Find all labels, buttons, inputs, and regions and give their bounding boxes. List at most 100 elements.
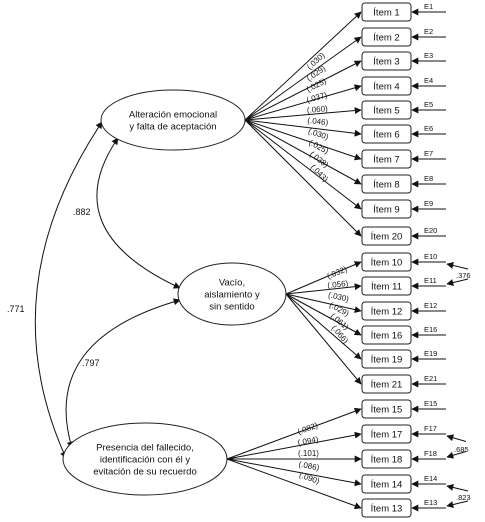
item-label: Ítem 9 xyxy=(373,205,399,216)
error-covariance-label: .376 xyxy=(456,271,471,280)
item-label: Ítem 1 xyxy=(373,8,399,19)
item-label: Ítem 2 xyxy=(373,33,399,44)
loading-arrow xyxy=(226,458,362,510)
item-box[interactable] xyxy=(361,252,412,272)
error-covariance-arrow xyxy=(446,262,469,270)
factor-label-line: sin sentido xyxy=(209,302,254,313)
item-box[interactable] xyxy=(361,474,412,494)
item-label: Ítem 12 xyxy=(371,307,403,318)
factor-ellipse-f3[interactable] xyxy=(62,422,228,496)
factor-label-line: identificación con él y xyxy=(100,455,191,466)
error-label: E12 xyxy=(424,301,437,310)
item-box[interactable] xyxy=(361,76,412,96)
item-label: Ítem 13 xyxy=(371,504,403,515)
error-label: E2 xyxy=(424,27,433,36)
item-box[interactable] xyxy=(361,174,412,194)
error-label: E4 xyxy=(424,76,433,85)
item-box[interactable] xyxy=(361,349,412,369)
loading-arrow xyxy=(244,119,362,185)
loading-arrow xyxy=(244,119,362,237)
item-box[interactable] xyxy=(361,449,412,469)
item-box[interactable] xyxy=(361,374,412,394)
item-label: Ítem 18 xyxy=(371,455,403,466)
loading-label: (.090) xyxy=(298,470,321,486)
loading-arrow xyxy=(244,11,362,121)
factor-correlation-label: .771 xyxy=(7,304,25,314)
loading-label: (.056) xyxy=(327,279,349,290)
loading-arrow xyxy=(285,283,362,295)
item-label: Ítem 4 xyxy=(373,82,399,93)
item-box[interactable] xyxy=(361,51,412,71)
item-label: Ítem 14 xyxy=(371,480,403,491)
item-label: Ítem 17 xyxy=(371,430,403,441)
error-label: E8 xyxy=(424,174,433,183)
loading-label: (.101) xyxy=(298,449,319,458)
item-label: Ítem 11 xyxy=(371,282,402,293)
item-box[interactable] xyxy=(361,301,412,321)
item-box[interactable] xyxy=(361,149,412,169)
item-box[interactable] xyxy=(361,100,412,120)
error-covariance-arrow xyxy=(446,434,467,442)
loading-arrow xyxy=(244,36,362,121)
factor-correlation-label: .797 xyxy=(82,358,100,368)
loading-arrow xyxy=(285,293,362,385)
error-label: E19 xyxy=(424,349,437,358)
item-label: Ítem 15 xyxy=(371,405,403,416)
item-label: Ítem 5 xyxy=(373,106,399,117)
error-label: E1 xyxy=(424,2,433,11)
factor-correlation-arrow xyxy=(34,121,103,459)
factor-correlation-arrow xyxy=(96,137,181,289)
item-box[interactable] xyxy=(361,199,412,219)
loading-arrow xyxy=(226,458,362,487)
loading-arrow xyxy=(285,293,362,314)
item-box[interactable] xyxy=(361,124,412,144)
factor-label-line: Vacío, xyxy=(219,278,245,289)
loading-arrow xyxy=(244,107,362,121)
factor-ellipse-f1[interactable] xyxy=(100,89,246,151)
loading-label: (.046) xyxy=(307,116,329,127)
factor-label-line: y falta de aceptación xyxy=(129,122,216,133)
item-label: Ítem 16 xyxy=(371,331,403,342)
loading-arrow xyxy=(244,119,362,137)
loading-arrow xyxy=(244,60,362,121)
error-label: E10 xyxy=(424,252,437,261)
error-covariance-arrow xyxy=(446,484,469,492)
loading-arrow xyxy=(226,431,362,460)
item-label: Ítem 10 xyxy=(371,258,403,269)
loading-arrow xyxy=(226,407,362,460)
error-label: E15 xyxy=(424,399,437,408)
item-box[interactable] xyxy=(361,498,412,518)
item-box[interactable] xyxy=(361,27,412,47)
loading-arrow xyxy=(285,261,362,295)
error-label: E11 xyxy=(424,276,437,285)
item-label: Ítem 8 xyxy=(373,180,399,191)
error-label: F18 xyxy=(424,449,437,458)
factor-correlation-label: .882 xyxy=(73,207,91,217)
item-label: Ítem 19 xyxy=(371,355,403,366)
loading-arrow xyxy=(285,293,362,336)
loading-arrow xyxy=(244,119,362,210)
error-label: E13 xyxy=(424,498,437,507)
item-label: Ítem 21 xyxy=(371,380,403,391)
item-box[interactable] xyxy=(361,276,412,296)
item-box[interactable] xyxy=(361,226,412,246)
error-label: E5 xyxy=(424,100,433,109)
error-label: E6 xyxy=(424,124,433,133)
item-box[interactable] xyxy=(361,325,412,345)
error-label: E7 xyxy=(424,149,433,158)
loading-label: (.094) xyxy=(297,435,320,448)
item-box[interactable] xyxy=(361,2,412,22)
item-box[interactable] xyxy=(361,399,412,419)
factor-ellipse-f2[interactable] xyxy=(177,262,287,326)
error-label: E14 xyxy=(424,474,437,483)
error-covariance-label: .685 xyxy=(454,445,469,454)
item-label: Ítem 6 xyxy=(373,130,399,141)
loading-arrow xyxy=(244,84,362,121)
error-label: E9 xyxy=(424,199,433,208)
error-covariance-arrow xyxy=(446,278,469,286)
item-box[interactable] xyxy=(361,424,412,444)
error-label: E21 xyxy=(424,374,437,383)
loading-arrow xyxy=(285,293,362,360)
item-label: Ítem 3 xyxy=(373,57,399,68)
